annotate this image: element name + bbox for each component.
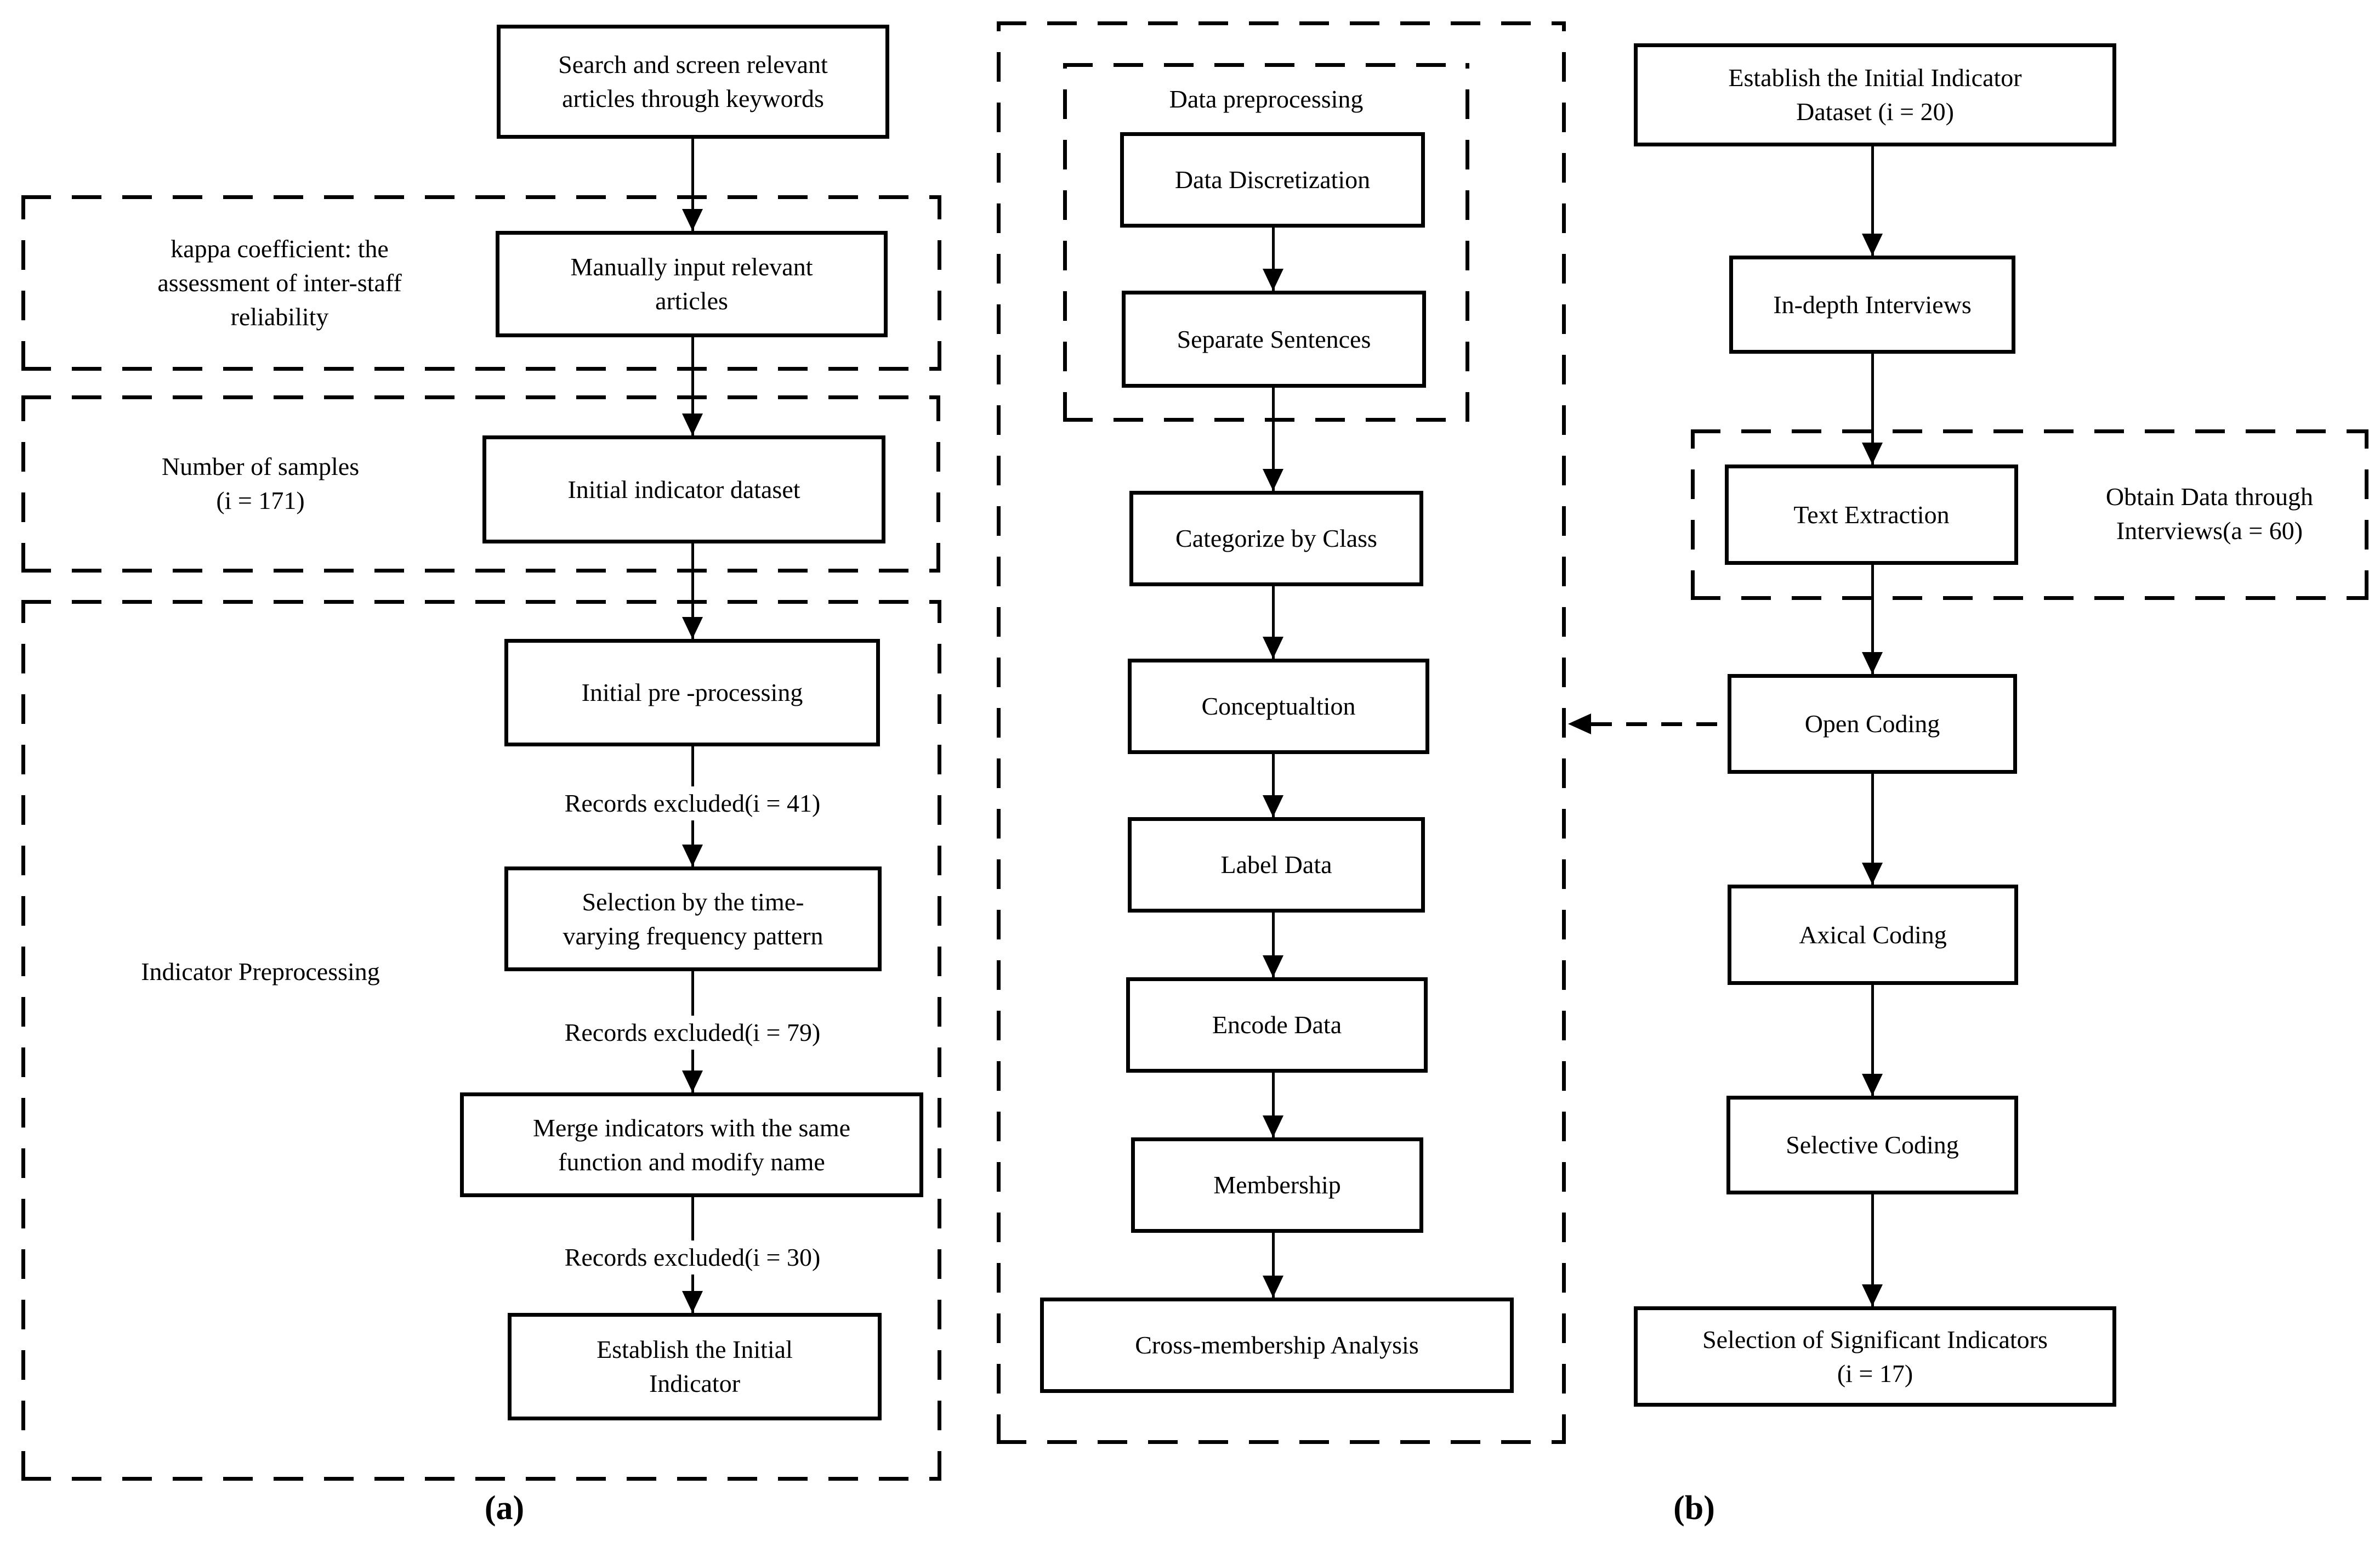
indicator-preprocessing-label: Indicator Preprocessing bbox=[60, 955, 461, 989]
node-cross-membership-analysis: Cross-membership Analysis bbox=[1040, 1298, 1514, 1393]
node-text-line: Membership bbox=[1213, 1171, 1341, 1199]
node-text-line: articles bbox=[655, 287, 728, 315]
kappa-note-line: kappa coefficient: the bbox=[171, 235, 389, 263]
node-text-line: Selection of Significant Indicators bbox=[1702, 1325, 2048, 1353]
node-membership: Membership bbox=[1131, 1137, 1423, 1233]
records-excluded-79-label: Records excluded(i = 79) bbox=[555, 1016, 830, 1050]
node-data-discretization: Data Discretization bbox=[1120, 132, 1425, 228]
data-preprocessing-line: Data preprocessing bbox=[1169, 85, 1364, 113]
node-label-data: Label Data bbox=[1128, 817, 1425, 913]
node-establish-initial-indicator-dataset: Establish the Initial Indicator Dataset … bbox=[1634, 43, 2116, 146]
node-axical-coding: Axical Coding bbox=[1728, 885, 2018, 985]
node-encode-data: Encode Data bbox=[1126, 977, 1428, 1073]
panel-b-label: (b) bbox=[1673, 1489, 1715, 1527]
node-text-line: Establish the Initial bbox=[597, 1335, 793, 1363]
node-text-line: Establish the Initial Indicator bbox=[1728, 64, 2022, 92]
node-initial-indicator-dataset: Initial indicator dataset bbox=[482, 435, 885, 543]
node-text-line: Indicator bbox=[649, 1369, 741, 1397]
node-text-extraction: Text Extraction bbox=[1725, 465, 2018, 565]
feedback-arrow-line bbox=[1591, 722, 1728, 726]
samples-note-label: Number of samples (i = 171) bbox=[60, 450, 461, 518]
node-indepth-interviews: In-depth Interviews bbox=[1729, 256, 2015, 354]
node-text-line: (i = 17) bbox=[1837, 1359, 1913, 1387]
kappa-note-line: assessment of inter-staff bbox=[157, 269, 402, 297]
node-text-line: function and modify name bbox=[558, 1147, 825, 1176]
node-text-line: articles through keywords bbox=[562, 84, 824, 112]
node-manually-input-articles: Manually input relevant articles bbox=[496, 231, 888, 337]
node-conceptualtion: Conceptualtion bbox=[1128, 659, 1429, 754]
node-open-coding: Open Coding bbox=[1728, 674, 2017, 774]
node-text-line: Initial pre -processing bbox=[581, 678, 803, 706]
node-text-line: In-depth Interviews bbox=[1773, 290, 1972, 319]
node-selection-time-varying: Selection by the time- varying frequency… bbox=[504, 866, 882, 971]
node-text-line: Label Data bbox=[1220, 851, 1332, 879]
node-text-line: Selection by the time- bbox=[582, 887, 804, 916]
records-excluded-30-label: Records excluded(i = 30) bbox=[555, 1241, 830, 1275]
node-text-line: Dataset (i = 20) bbox=[1796, 98, 1954, 126]
node-text-line: Encode Data bbox=[1212, 1011, 1342, 1039]
node-text-line: Selective Coding bbox=[1786, 1131, 1959, 1159]
node-search-screen-articles: Search and screen relevant articles thro… bbox=[497, 25, 889, 139]
node-text-line: Separate Sentences bbox=[1177, 325, 1371, 353]
kappa-note-line: reliability bbox=[230, 303, 329, 331]
node-categorize-by-class: Categorize by Class bbox=[1129, 491, 1423, 586]
node-text-line: Axical Coding bbox=[1799, 920, 1947, 949]
node-text-line: Text Extraction bbox=[1793, 500, 1950, 529]
node-selection-significant-indicators: Selection of Significant Indicators (i =… bbox=[1634, 1306, 2116, 1407]
node-establish-initial-indicator: Establish the Initial Indicator bbox=[508, 1313, 882, 1420]
panel-a-label: (a) bbox=[484, 1489, 525, 1527]
indicator-preprocessing-line: Indicator Preprocessing bbox=[141, 958, 380, 985]
node-merge-indicators: Merge indicators with the same function … bbox=[460, 1092, 923, 1197]
node-text-line: Open Coding bbox=[1804, 710, 1940, 738]
feedback-arrow-head-icon bbox=[1568, 713, 1591, 734]
samples-note-line: Number of samples bbox=[161, 452, 360, 480]
kappa-note-label: kappa coefficient: the assessment of int… bbox=[60, 232, 499, 334]
records-excluded-41-label: Records excluded(i = 41) bbox=[555, 786, 830, 820]
node-separate-sentences: Separate Sentences bbox=[1122, 291, 1426, 388]
node-text-line: Manually input relevant bbox=[570, 253, 813, 281]
node-text-line: Initial indicator dataset bbox=[567, 475, 800, 503]
node-initial-preprocessing: Initial pre -processing bbox=[504, 639, 880, 746]
data-preprocessing-label: Data preprocessing bbox=[1063, 82, 1469, 116]
node-text-line: Conceptualtion bbox=[1201, 692, 1356, 720]
obtain-data-line: Interviews(a = 60) bbox=[2116, 517, 2303, 545]
node-text-line: Categorize by Class bbox=[1175, 524, 1377, 552]
node-text-line: varying frequency pattern bbox=[563, 921, 823, 950]
node-text-line: Data Discretization bbox=[1174, 166, 1371, 194]
obtain-data-line: Obtain Data through bbox=[2105, 483, 2314, 511]
node-text-line: Cross-membership Analysis bbox=[1135, 1331, 1419, 1359]
node-selective-coding: Selective Coding bbox=[1726, 1096, 2018, 1194]
obtain-data-label: Obtain Data through Interviews(a = 60) bbox=[2050, 480, 2368, 548]
node-text-line: Search and screen relevant bbox=[558, 50, 828, 78]
samples-note-line: (i = 171) bbox=[216, 486, 305, 514]
node-text-line: Merge indicators with the same bbox=[532, 1113, 851, 1142]
